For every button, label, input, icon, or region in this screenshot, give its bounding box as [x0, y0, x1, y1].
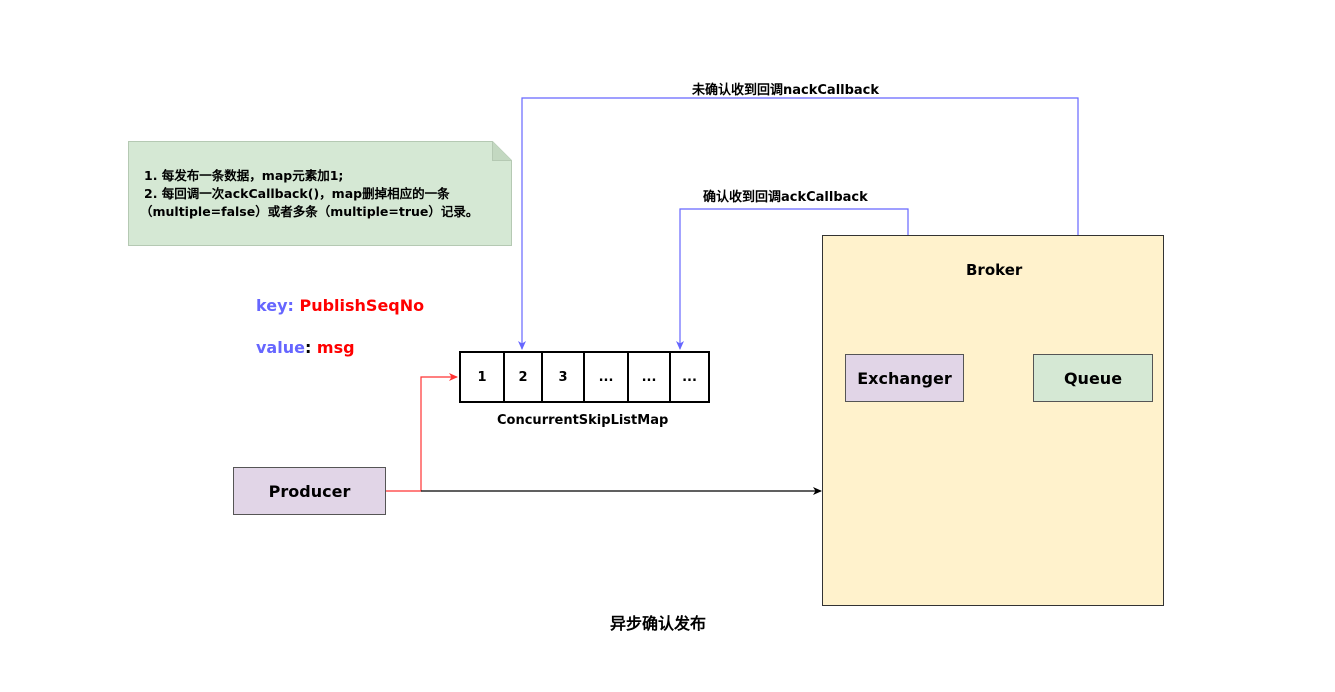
ack-callback-edge — [676, 208, 909, 350]
producer-label: Producer — [268, 481, 351, 501]
queue-node[interactable]: Queue — [1033, 354, 1153, 402]
map-cell: ... — [585, 353, 629, 401]
value-row: value: msg — [256, 338, 355, 357]
queue-label: Queue — [1063, 368, 1123, 388]
producer-node[interactable]: Producer — [233, 467, 386, 515]
note-line-2: 2. 每回调一次ackCallback()，map删掉相应的一条 — [144, 186, 450, 201]
broker-node[interactable] — [822, 235, 1164, 606]
key-row: key: PublishSeqNo — [256, 296, 425, 315]
note-shape — [128, 141, 512, 246]
map-cell: 1 — [461, 353, 505, 401]
map-cell: ... — [629, 353, 671, 401]
note-line-1: 1. 每发布一条数据，map元素加1; — [144, 168, 344, 183]
note-line-3: （multiple=false）或者多条（multiple=true）记录。 — [140, 204, 479, 219]
exchanger-node[interactable]: Exchanger — [845, 354, 964, 402]
map-caption: ConcurrentSkipListMap — [497, 413, 669, 428]
nack-callback-label: 未确认收到回调nackCallback — [692, 83, 880, 98]
value-label: value — [256, 338, 305, 357]
map-cell: 3 — [543, 353, 585, 401]
broker-label: Broker — [966, 261, 1023, 279]
note-text: 1. 每发布一条数据，map元素加1; 2. 每回调一次ackCallback(… — [140, 167, 478, 221]
producer-to-map-edge — [386, 373, 458, 492]
key-value: PublishSeqNo — [299, 296, 425, 315]
map-cell: ... — [682, 369, 697, 385]
nack-callback-edge — [518, 97, 1079, 350]
note-fold — [492, 141, 512, 161]
concurrent-skip-list-map: 1 2 3 ... ... ... — [459, 351, 710, 403]
value-value: msg — [316, 338, 355, 357]
diagram-title: 异步确认发布 — [610, 614, 707, 633]
map-cell: 2 — [505, 353, 543, 401]
exchanger-label: Exchanger — [857, 368, 952, 388]
ack-callback-label: 确认收到回调ackCallback — [703, 190, 868, 205]
key-label: key — [256, 296, 288, 315]
